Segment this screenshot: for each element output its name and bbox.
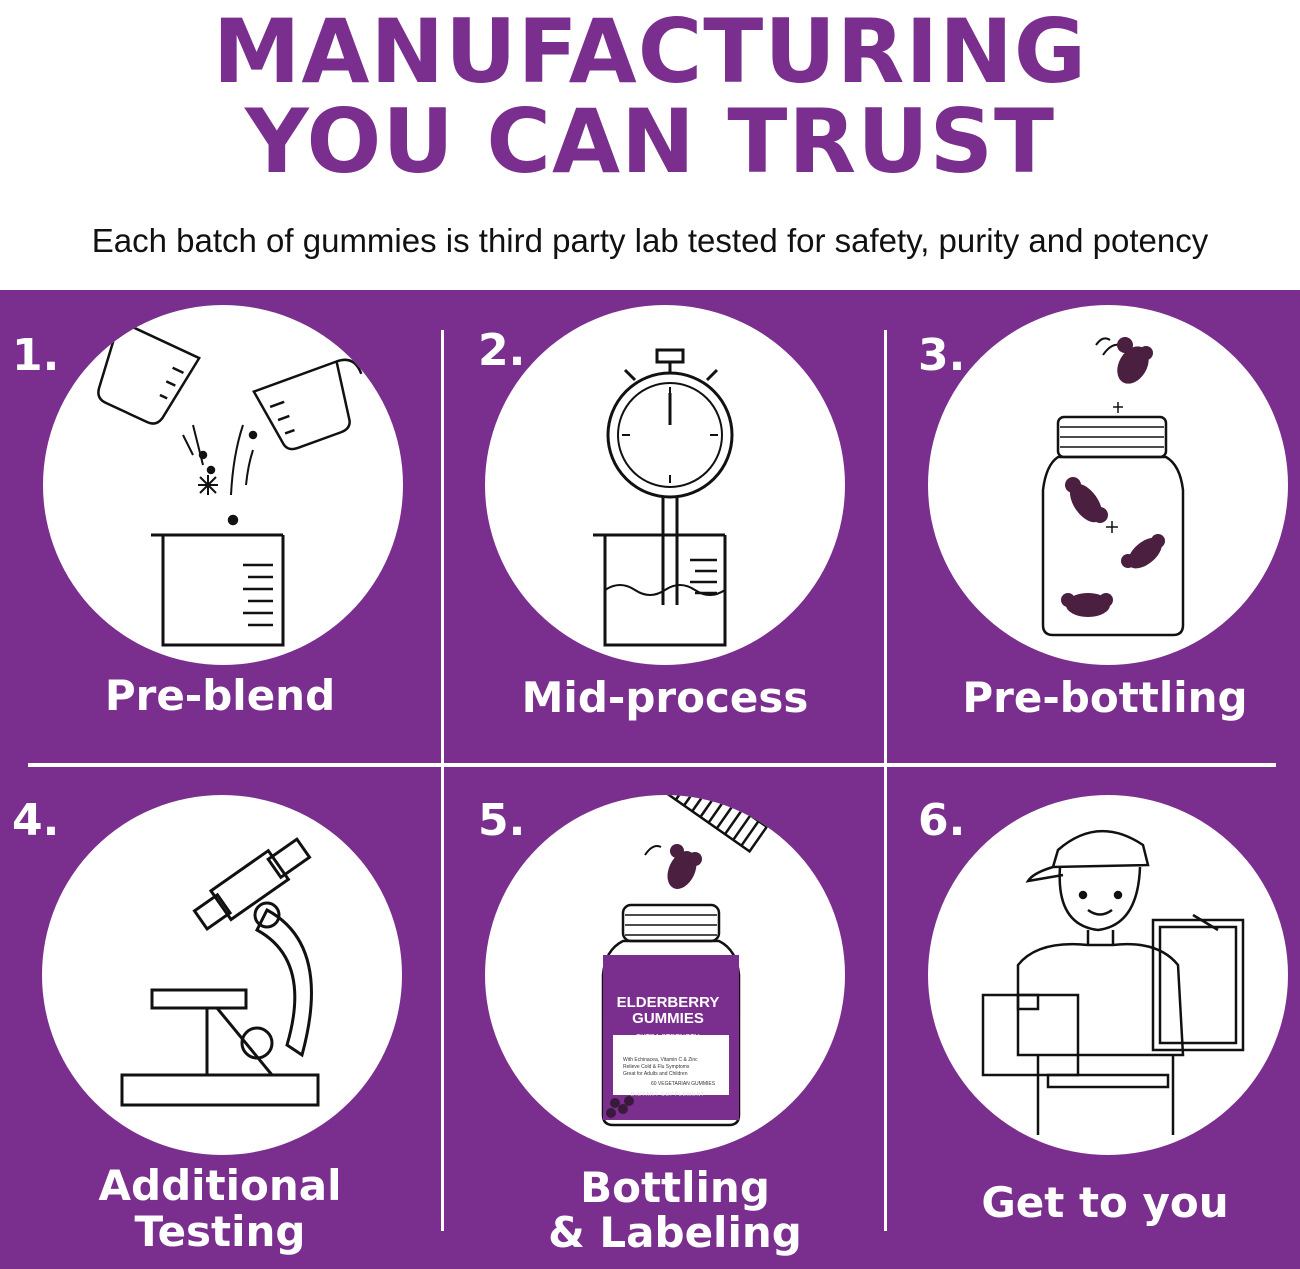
step-3-number: 3. xyxy=(918,330,966,381)
product-tagline-1: EXTRA STRENGTH xyxy=(636,1034,700,1041)
step-4-number: 4. xyxy=(12,795,60,846)
labeled-bottle-icon xyxy=(601,795,769,1127)
measuring-cups-beaker-icon xyxy=(92,316,363,647)
divider-vertical-1 xyxy=(441,330,444,1231)
step-6-circle xyxy=(928,795,1288,1155)
step-6-label: Get to you xyxy=(981,1178,1229,1227)
product-brand-line-1: ELDERBERRY xyxy=(616,994,720,1011)
step-5-circle xyxy=(485,795,845,1155)
product-brand-line-2: GUMMIES xyxy=(632,1010,704,1027)
step-4-circle xyxy=(42,795,402,1155)
bottle-gummies-icon xyxy=(1041,337,1185,637)
step-1-label: Pre-blend xyxy=(104,671,336,720)
step-1-circle xyxy=(43,305,403,665)
product-label: ELDERBERRY GUMMIES EXTRA STRENGTH SAMBUC… xyxy=(603,995,733,1099)
divider-vertical-2 xyxy=(884,330,887,1231)
step-5-number: 5. xyxy=(478,795,526,846)
step-1-number: 1. xyxy=(12,330,60,381)
step-5-label-line-2: & Labeling xyxy=(548,1208,802,1257)
product-tagline-2: SAMBUCUS IMMUNE SUPPORT xyxy=(615,1043,721,1050)
step-2-label: Mid-process xyxy=(521,673,809,722)
product-count: 60 VEGETARIAN GUMMIES xyxy=(650,1081,716,1087)
divider-horizontal xyxy=(28,763,1276,767)
step-2-circle xyxy=(485,305,845,665)
title-line-1: MANUFACTURING xyxy=(212,0,1088,103)
subtitle: Each batch of gummies is third party lab… xyxy=(91,222,1209,259)
step-3-circle xyxy=(928,305,1288,665)
product-footer: DIETARY SUPPLEMENT xyxy=(630,1092,706,1098)
steps-panel: 1. xyxy=(0,290,1300,1269)
step-3-label: Pre-bottling xyxy=(962,673,1248,722)
delivery-person-icon xyxy=(981,830,1245,1135)
step-2-number: 2. xyxy=(478,325,526,376)
step-4-label-line-1: Additional xyxy=(98,1161,342,1210)
product-bullet: Relieve Cold & Flu Symptoms xyxy=(623,1064,690,1070)
step-4-label-line-2: Testing xyxy=(134,1207,306,1256)
step-5-label-line-1: Bottling xyxy=(580,1163,770,1212)
product-bullet: Great for Adults and Children xyxy=(623,1071,688,1077)
microscope-icon xyxy=(120,837,320,1107)
step-6-number: 6. xyxy=(918,795,966,846)
product-bullet: With Echinacea, Vitamin C & Zinc xyxy=(623,1057,698,1063)
title-line-2: YOU CAN TRUST xyxy=(244,90,1056,193)
stopwatch-beaker-icon xyxy=(593,348,734,647)
